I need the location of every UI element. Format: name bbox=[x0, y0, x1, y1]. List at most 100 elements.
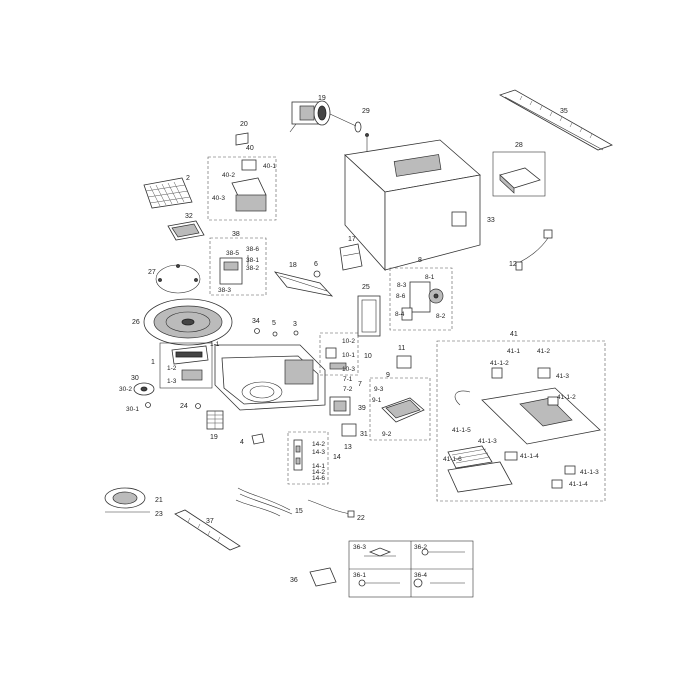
screw-cell-36-3: 36-3 bbox=[353, 544, 366, 551]
callout-24: 24 bbox=[180, 403, 188, 410]
callout-8-2: 8-2 bbox=[436, 313, 446, 320]
callout-28: 28 bbox=[515, 142, 523, 149]
oven-cavity bbox=[214, 344, 326, 411]
callout-41-3: 41-3 bbox=[556, 373, 569, 380]
waveguide-25 bbox=[357, 295, 381, 337]
callout-39: 39 bbox=[358, 405, 366, 412]
part-41-1-4a bbox=[504, 451, 518, 461]
screw-6 bbox=[313, 270, 321, 278]
callout-38-6: 38-6 bbox=[246, 246, 259, 253]
group-box-14 bbox=[287, 431, 329, 485]
screw-bag bbox=[309, 567, 337, 587]
screw-cell-36-4: 36-4 bbox=[414, 572, 427, 579]
bracket-17 bbox=[339, 243, 363, 271]
callout-37: 37 bbox=[206, 518, 214, 525]
cooling-fan-assembly bbox=[401, 281, 444, 321]
callout-9-1: 9-1 bbox=[372, 397, 382, 404]
screw-3 bbox=[293, 330, 299, 336]
callout-41-1-4a: 41-1-4 bbox=[520, 453, 539, 460]
callout-38-2: 38-2 bbox=[246, 265, 259, 272]
interlock-switch-assembly bbox=[293, 439, 303, 471]
callout-1: 1 bbox=[151, 359, 155, 366]
callout-31: 31 bbox=[360, 431, 368, 438]
magnetron-assembly bbox=[381, 397, 425, 423]
callout-14-2a: 14-2 bbox=[312, 441, 325, 448]
callout-30: 30 bbox=[131, 375, 139, 382]
callout-38-3: 38-3 bbox=[218, 287, 231, 294]
callout-41-1-6: 41-1-6 bbox=[443, 456, 462, 463]
callout-7-1: 7-1 bbox=[343, 376, 353, 383]
callout-41-2: 41-2 bbox=[537, 348, 550, 355]
callout-40-3: 40-3 bbox=[212, 195, 225, 202]
callout-41-1-5: 41-1-5 bbox=[452, 427, 471, 434]
turntable-coupler bbox=[133, 382, 155, 408]
callout-30-2: 30-2 bbox=[119, 386, 132, 393]
callout-40: 40 bbox=[246, 145, 254, 152]
callout-19: 19 bbox=[318, 95, 326, 102]
callout-10-2: 10-2 bbox=[342, 338, 355, 345]
callout-9-3: 9-3 bbox=[374, 386, 384, 393]
callout-10-1: 10-1 bbox=[342, 352, 355, 359]
door-latch-assembly bbox=[219, 255, 249, 285]
part-11 bbox=[396, 355, 412, 369]
callout-23: 23 bbox=[155, 511, 163, 518]
grill-rack bbox=[143, 177, 193, 209]
callout-35: 35 bbox=[560, 108, 568, 115]
callout-10-3: 10-3 bbox=[342, 366, 355, 373]
callout-8-4: 8-4 bbox=[395, 311, 405, 318]
callout-1-1: 1-1 bbox=[210, 341, 220, 348]
charcoal-filter bbox=[167, 220, 205, 241]
callout-41-1-2b: 41-1-2 bbox=[557, 394, 576, 401]
outer-cabinet bbox=[344, 133, 481, 272]
callout-7-2: 7-2 bbox=[343, 386, 353, 393]
callout-1-3: 1-3 bbox=[167, 378, 177, 385]
group-box-40 bbox=[207, 156, 277, 221]
screw-cell-36-2: 36-2 bbox=[414, 544, 427, 551]
wire-harness bbox=[235, 487, 293, 517]
bracket-18 bbox=[273, 271, 334, 297]
callout-25: 25 bbox=[362, 284, 370, 291]
screw-24 bbox=[195, 403, 201, 409]
callout-29: 29 bbox=[362, 108, 370, 115]
roller-ring bbox=[155, 264, 201, 294]
group-box-38 bbox=[209, 237, 267, 296]
callout-21: 21 bbox=[155, 497, 163, 504]
callout-32: 32 bbox=[185, 213, 193, 220]
fan-motor-assembly bbox=[289, 100, 362, 133]
part-4 bbox=[251, 433, 265, 445]
group-box-41 bbox=[436, 340, 606, 502]
high-voltage-transformer bbox=[329, 396, 351, 416]
callout-13: 13 bbox=[344, 444, 352, 451]
bracket-20 bbox=[235, 132, 249, 146]
callout-38: 38 bbox=[232, 231, 240, 238]
callout-40-1: 40-1 bbox=[263, 163, 276, 170]
grille-19 bbox=[206, 410, 224, 430]
callout-2: 2 bbox=[186, 175, 190, 182]
callout-15: 15 bbox=[295, 508, 303, 515]
turntable-tray bbox=[143, 298, 233, 346]
callout-14: 14 bbox=[333, 454, 341, 461]
callout-20: 20 bbox=[240, 121, 248, 128]
callout-8-3: 8-3 bbox=[397, 282, 407, 289]
vent-base-plate bbox=[454, 367, 601, 445]
callout-40-2: 40-2 bbox=[222, 172, 235, 179]
part-41-1-4 bbox=[551, 479, 563, 489]
callout-41-1-3b: 41-1-3 bbox=[580, 469, 599, 476]
callout-38-1: 38-1 bbox=[246, 257, 259, 264]
part-31 bbox=[341, 423, 357, 437]
callout-7: 7 bbox=[358, 381, 362, 388]
callout-14-3: 14-3 bbox=[312, 449, 325, 456]
callout-8-1: 8-1 bbox=[425, 274, 435, 281]
callout-5: 5 bbox=[272, 320, 276, 327]
callout-14-2b: 14-2 bbox=[312, 469, 325, 476]
grease-filter bbox=[447, 445, 513, 493]
callout-12: 12 bbox=[509, 261, 517, 268]
callout-33: 33 bbox=[487, 217, 495, 224]
callout-17: 17 bbox=[348, 236, 356, 243]
bottom-rail bbox=[174, 509, 241, 551]
part-41-1-3 bbox=[564, 465, 576, 475]
callout-8-6: 8-6 bbox=[396, 293, 406, 300]
callout-1-2: 1-2 bbox=[167, 365, 177, 372]
capacitor-assembly bbox=[325, 347, 347, 370]
callout-27: 27 bbox=[148, 269, 156, 276]
